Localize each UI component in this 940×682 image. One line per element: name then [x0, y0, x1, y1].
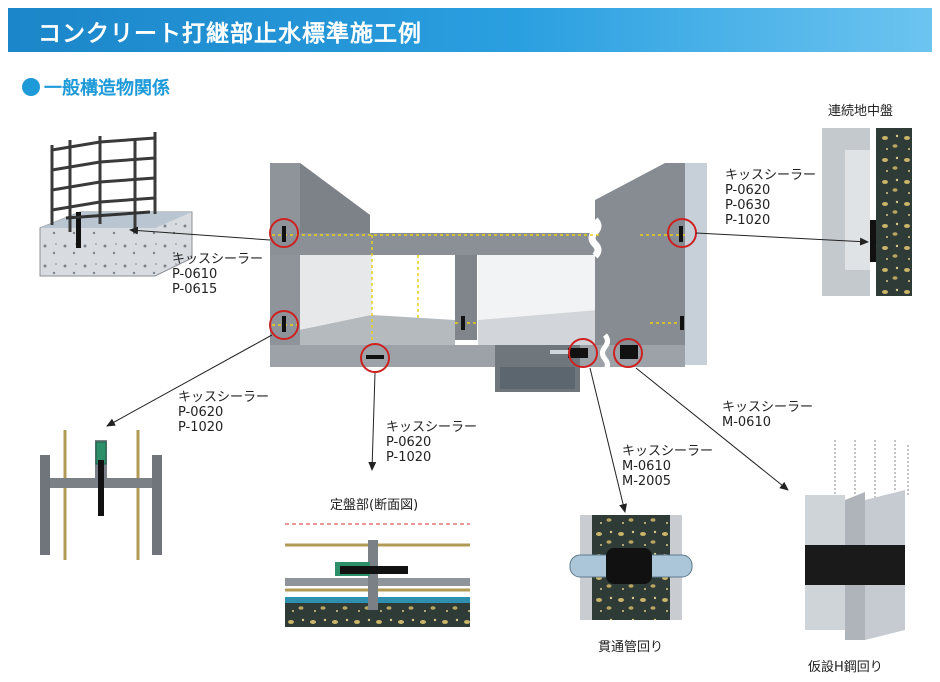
label-mid-right: キッスシーラー M-0610 M-2005: [622, 444, 713, 489]
rebar-cage-illustration: [39, 132, 193, 277]
label-title: キッスシーラー: [725, 168, 817, 183]
continuous-wall-illustration: [822, 128, 912, 296]
label-code: P-0610: [172, 267, 218, 282]
label-code: M-2005: [622, 474, 671, 489]
section-heading: 一般構造物関係: [22, 74, 170, 100]
label-title: キッスシーラー: [172, 252, 264, 267]
slab-section-illustration: [285, 523, 470, 627]
main-structure: [269, 163, 707, 392]
label-code: P-0620: [386, 435, 432, 450]
label-title: キッスシーラー: [622, 444, 714, 459]
caption-pipe: 貫通管回り: [598, 640, 664, 655]
label-top-left: キッスシーラー P-0610 P-0615: [172, 252, 263, 297]
label-code: P-0630: [725, 198, 771, 213]
h-steel-illustration: [805, 440, 909, 640]
label-code: P-0620: [725, 183, 771, 198]
pipe-illustration: [569, 515, 693, 620]
label-title: キッスシーラー: [386, 420, 478, 435]
label-top-right: キッスシーラー P-0620 P-0630 P-1020: [725, 168, 816, 228]
wall-section-illustration: [40, 430, 162, 560]
label-mid-center: キッスシーラー P-0620 P-1020: [386, 420, 477, 465]
label-code: P-0620: [178, 405, 224, 420]
label-code: M-0610: [622, 459, 671, 474]
label-code: P-1020: [725, 213, 771, 228]
page-title: コンクリート打継部止水標準施工例: [38, 21, 422, 47]
section-title: 一般構造物関係: [44, 78, 170, 99]
label-code: P-0615: [172, 282, 218, 297]
arrows: [106, 226, 869, 513]
title-bar: コンクリート打継部止水標準施工例: [8, 8, 932, 52]
label-code: P-1020: [178, 420, 224, 435]
label-code: M-0610: [722, 415, 771, 430]
bullet-icon: [22, 78, 40, 96]
label-far-right: キッスシーラー M-0610: [722, 400, 813, 430]
caption-continuous-wall: 連続地中盤: [828, 104, 894, 119]
label-mid-left: キッスシーラー P-0620 P-1020: [178, 390, 269, 435]
label-code: P-1020: [386, 450, 432, 465]
label-title: キッスシーラー: [722, 400, 814, 415]
caption-h-steel: 仮設H鋼回り: [808, 660, 883, 675]
caption-slab-section: 定盤部(断面図): [330, 498, 419, 513]
label-title: キッスシーラー: [178, 390, 270, 405]
